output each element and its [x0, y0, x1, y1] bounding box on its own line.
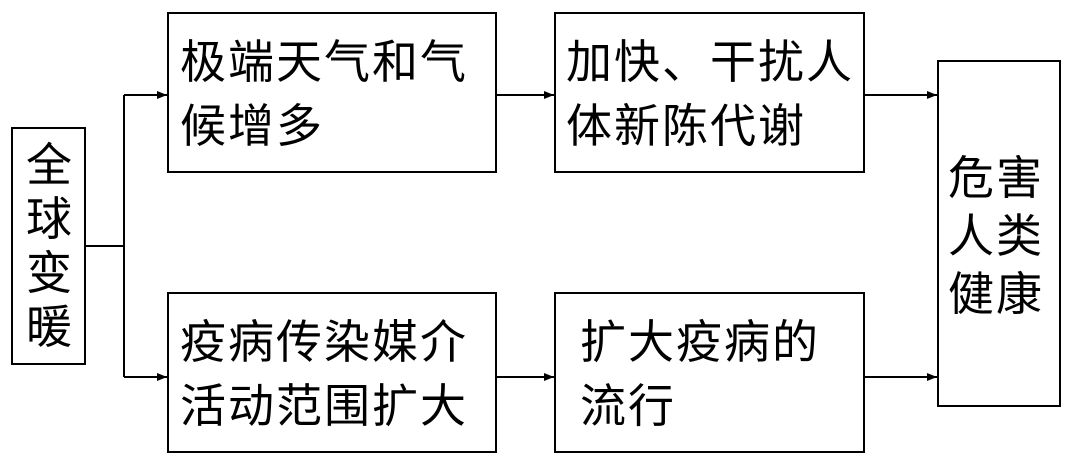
node-vector-activity-line2: 活动范围扩大: [180, 379, 468, 433]
node-harm-health-line2: 人类: [948, 209, 1044, 263]
node-metabolism-line1: 加快、干扰人: [566, 35, 854, 89]
node-extreme-weather: [167, 12, 497, 173]
node-global-warming: [11, 127, 86, 365]
node-metabolism: [554, 12, 865, 173]
node-metabolism-line2: 体新陈代谢: [566, 99, 806, 153]
node-harm-health-line1: 危害: [948, 151, 1044, 205]
node-harm-health-line3: 健康: [948, 267, 1044, 321]
node-extreme-weather-line2: 候增多: [180, 99, 324, 153]
node-harm-health: [937, 60, 1061, 407]
node-extreme-weather-line1: 极端天气和气: [180, 35, 468, 89]
node-epidemic-spread: [554, 292, 865, 453]
node-vector-activity: [167, 292, 497, 453]
node-epidemic-spread-line2: 流行: [580, 379, 676, 433]
node-global-warming-label: 全球变暖: [26, 138, 72, 354]
node-epidemic-spread-line1: 扩大疫病的: [580, 315, 820, 369]
node-vector-activity-line1: 疫病传染媒介: [180, 315, 468, 369]
